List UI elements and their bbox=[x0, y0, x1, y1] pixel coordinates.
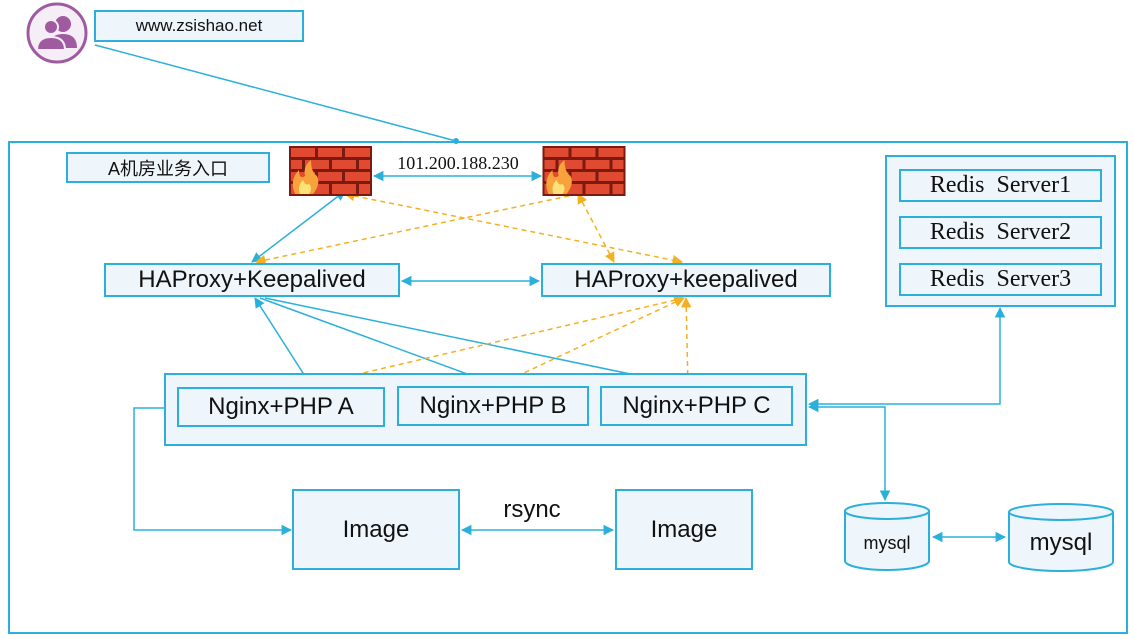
image-storage-left: Image bbox=[292, 489, 460, 570]
vip-address-label: 101.200.188.230 bbox=[397, 153, 519, 173]
firewall-icon bbox=[542, 146, 626, 196]
image-storage-right: Image bbox=[615, 489, 753, 570]
mysql-master-cylinder bbox=[843, 501, 931, 571]
mysql-slave-cylinder bbox=[1007, 502, 1115, 572]
web-node-c: Nginx+PHP C bbox=[600, 386, 793, 426]
redis-server-2: Redis Server2 bbox=[899, 216, 1102, 249]
web-to-mysql-line bbox=[807, 401, 891, 502]
web-to-image-line bbox=[133, 407, 293, 536]
datacenter-title: A机房业务入口 bbox=[66, 152, 270, 183]
fw1-to-ha2-dashed bbox=[343, 190, 684, 266]
haproxy-backup-node: HAProxy+keepalived bbox=[541, 263, 831, 297]
redis-server-3: Redis Server3 bbox=[899, 263, 1102, 296]
ha2-to-web-b-dashed bbox=[495, 297, 685, 387]
fw1-to-ha1-line bbox=[251, 190, 346, 263]
mysql-master-label: mysql bbox=[863, 532, 911, 553]
fw2-to-ha2-dashed bbox=[577, 193, 615, 263]
ha1-to-web-a-line bbox=[254, 297, 311, 385]
site-url-label: www.zsishao.net bbox=[94, 10, 304, 42]
ha2-to-web-c-dashed bbox=[680, 296, 694, 388]
user-to-entry-line bbox=[94, 44, 457, 142]
datacenter-frame bbox=[8, 141, 1128, 634]
web-node-b: Nginx+PHP B bbox=[397, 386, 589, 426]
haproxy-primary-node: HAProxy+Keepalived bbox=[104, 263, 400, 297]
user-group-icon bbox=[25, 2, 89, 64]
redis-server-1: Redis Server1 bbox=[899, 169, 1102, 202]
web-node-a: Nginx+PHP A bbox=[177, 387, 385, 427]
firewall-icon bbox=[289, 146, 372, 196]
rsync-label: rsync bbox=[503, 496, 561, 523]
mysql-slave-label: mysql bbox=[1029, 529, 1093, 556]
